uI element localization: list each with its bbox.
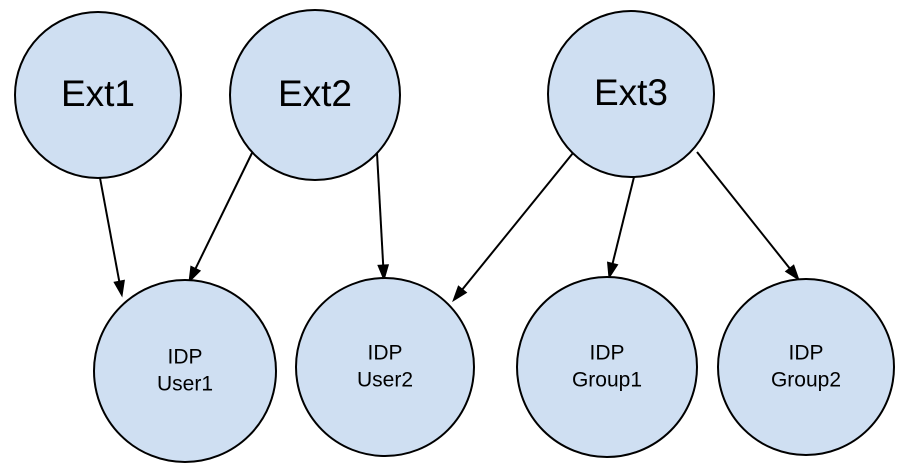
arrowhead-icon <box>606 261 619 280</box>
edge-ext3-group1[interactable] <box>606 176 635 280</box>
edge-ext2-user1[interactable] <box>188 152 253 284</box>
edge-line <box>460 152 574 292</box>
nodes-layer: Ext1 Ext2 Ext3IDPUser1IDPUser2IDPGroup1IDP… <box>14 9 895 463</box>
arrowhead-icon <box>113 279 125 298</box>
node-shape-circle <box>717 278 895 456</box>
edge-line <box>376 152 385 268</box>
edge-line <box>193 152 253 271</box>
arrowhead-icon <box>377 264 390 282</box>
arrowhead-icon <box>452 285 468 303</box>
arrowhead-icon <box>784 264 800 282</box>
edge-line <box>99 177 121 284</box>
node-shape-circle <box>229 9 401 181</box>
edge-ext3-group2[interactable] <box>696 151 800 282</box>
node-ext1[interactable]: Ext1 <box>14 11 182 179</box>
node-shape-circle <box>516 276 698 458</box>
node-shape-circle <box>295 277 475 457</box>
edges-layer <box>99 151 800 303</box>
edge-ext2-user2[interactable] <box>376 152 390 282</box>
arrowhead-icon <box>188 265 202 284</box>
node-shape-circle <box>547 10 715 178</box>
node-shape-circle <box>14 11 182 179</box>
edge-line <box>611 176 635 266</box>
node-shape-circle <box>93 279 277 463</box>
edge-line <box>696 151 792 271</box>
edge-ext3-user2[interactable] <box>452 152 574 303</box>
node-ext2[interactable]: Ext2 <box>229 9 401 181</box>
node-ext3[interactable]: Ext3 <box>547 10 715 178</box>
edge-ext1-user1[interactable] <box>99 177 125 298</box>
